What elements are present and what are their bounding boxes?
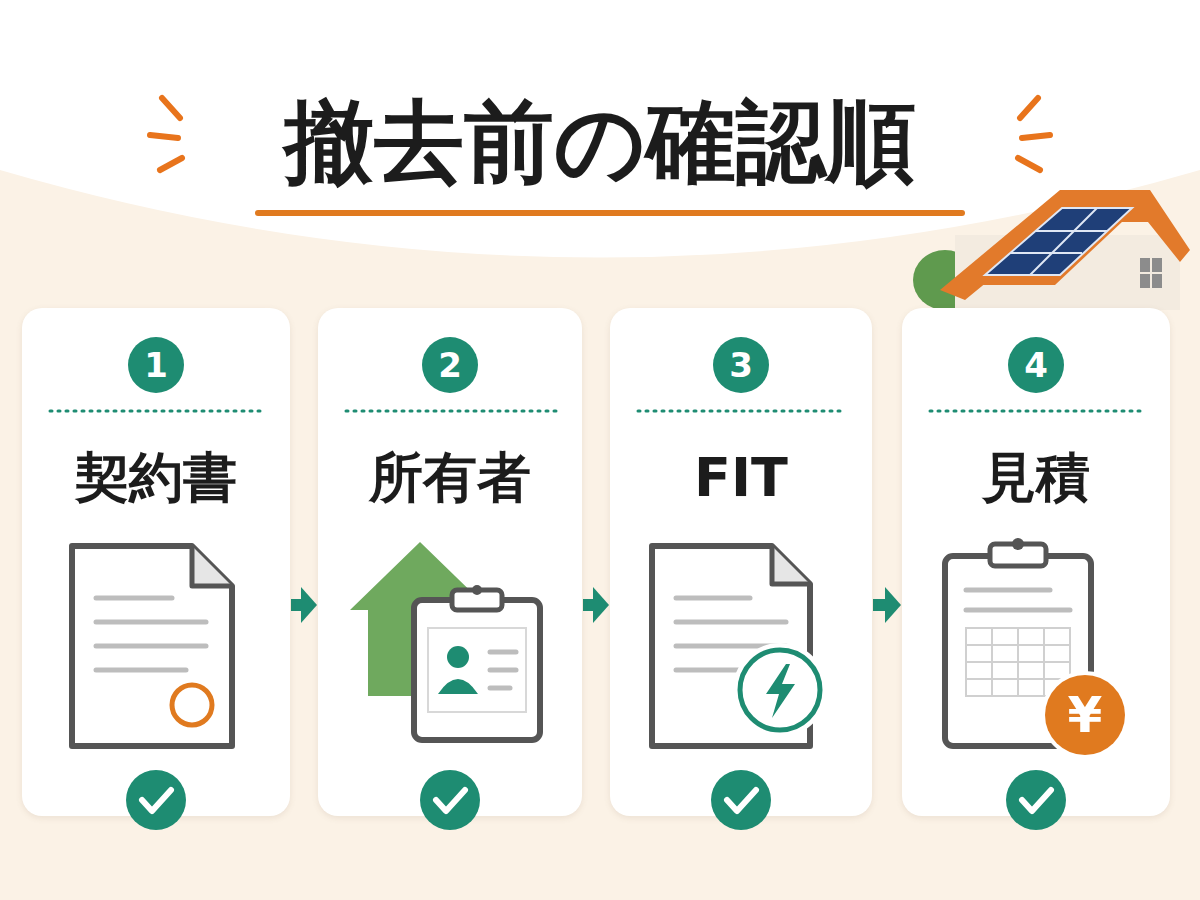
- estimate-clipboard-icon: [945, 538, 1129, 759]
- step-number: 3: [729, 348, 753, 382]
- owner-icon: [350, 542, 540, 740]
- dotted-dividers: [50, 410, 1142, 413]
- step-number: 4: [1024, 348, 1048, 382]
- step-number: 1: [144, 348, 168, 382]
- arrow-head: [593, 587, 609, 623]
- step-number-circle: 2: [422, 337, 478, 393]
- step-number-circle: 1: [128, 337, 184, 393]
- step-number-circle: 4: [1008, 337, 1064, 393]
- step-number-circle: 3: [713, 337, 769, 393]
- step-label: 見積: [902, 448, 1170, 507]
- check-marks: [126, 770, 1066, 830]
- step-label: 所有者: [318, 448, 582, 507]
- step-card: 所有者 2: [318, 308, 582, 816]
- step-card: 契約書 1: [22, 308, 290, 816]
- step-card: 見積 4: [902, 308, 1170, 816]
- yen-symbol: ¥: [1045, 675, 1125, 755]
- arrow-head: [301, 587, 317, 623]
- title-underline: [255, 210, 965, 216]
- step-label: FIT: [610, 448, 872, 507]
- step-card: FIT 3: [610, 308, 872, 816]
- step-number: 2: [438, 348, 462, 382]
- title: 撤去前の確認順: [0, 92, 1200, 191]
- contract-document-icon: [72, 546, 232, 746]
- fit-document-icon: [652, 546, 824, 746]
- flow-arrow: [873, 587, 901, 623]
- flow-arrow: [583, 587, 609, 623]
- step-label: 契約書: [22, 448, 290, 507]
- flow-arrow: [291, 587, 317, 623]
- house-illustration: [913, 190, 1190, 310]
- arrow-head: [885, 587, 901, 623]
- top-band: [0, 0, 1200, 258]
- arrow-shaft: [873, 599, 887, 611]
